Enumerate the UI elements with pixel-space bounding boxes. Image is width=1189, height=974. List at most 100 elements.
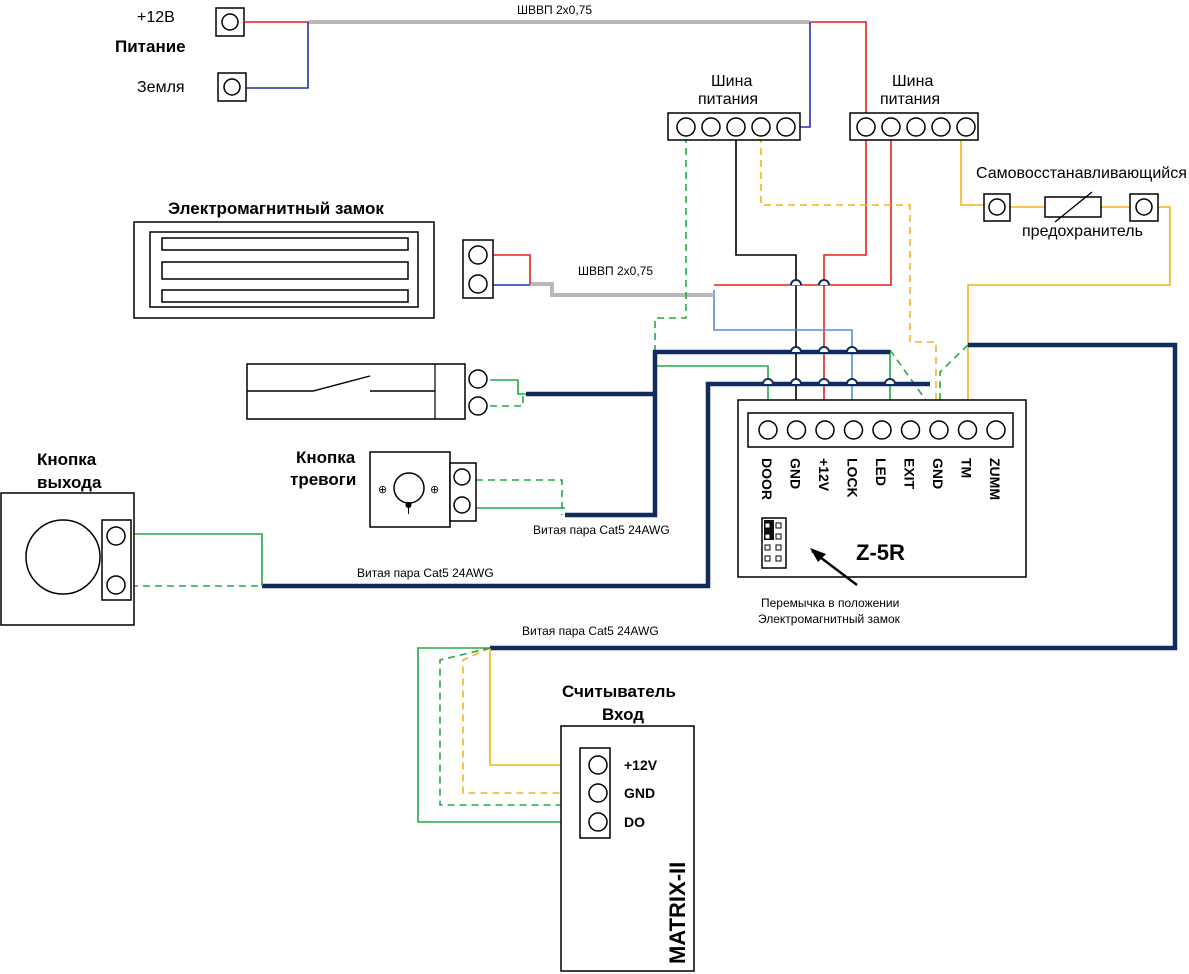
bus-left-terminal-3 <box>726 117 746 137</box>
exit-cable-label: Витая пара Cat5 24AWG <box>357 566 494 580</box>
fuse-terminal-out-screw <box>1135 198 1153 216</box>
controller-pin-label: LED <box>873 458 889 486</box>
reader-gnd-dashed <box>939 344 969 420</box>
jumper-pin <box>764 522 771 529</box>
jumper-cap <box>764 520 774 540</box>
reader-pin-gnd: GND <box>624 785 655 801</box>
power-bus-left: Шина питания <box>667 73 801 141</box>
lock-plus-red-wire <box>714 136 892 286</box>
reader-model: MATRIX-II <box>665 862 690 964</box>
bus-left-terminal-1 <box>676 117 696 137</box>
plus12-terminal <box>215 7 245 37</box>
exit-terminal-2 <box>106 575 126 595</box>
door-gnd-dashed-wire <box>654 136 687 392</box>
wire-crossing-bridge <box>818 346 830 353</box>
alarm-terminal-1 <box>453 468 471 486</box>
controller-pin-label: GND <box>788 458 804 489</box>
jumper-pin <box>775 522 782 529</box>
controller-terminal-led <box>872 420 892 440</box>
bus-right-label-1: Шина <box>892 73 933 90</box>
plus12-red-wire <box>823 136 867 420</box>
alarm-screw-right: ⊕ <box>430 484 439 496</box>
exit-title-2: выхода <box>37 473 102 492</box>
controller-pin-label: +12V <box>816 458 832 492</box>
power-bus-right: Шина питания <box>849 73 979 141</box>
jumper-block <box>761 517 787 569</box>
alarm-title-1: Кнопка <box>296 448 356 467</box>
lock-terminal-minus <box>468 274 488 294</box>
bus-right-label-2: питания <box>880 91 940 108</box>
jumper-pin <box>775 555 782 562</box>
controller-terminal-zumm <box>986 420 1006 440</box>
wire-crossing-bridge <box>790 378 802 385</box>
bus-right-terminal-1 <box>856 117 876 137</box>
bus-left-label-1: Шина <box>711 73 752 90</box>
alarm-terminal-2 <box>453 496 471 514</box>
reader-terminal-do <box>588 812 608 832</box>
door-sensor <box>246 363 488 420</box>
jumper-pin <box>764 544 771 551</box>
bus-left-label-2: питания <box>698 91 758 108</box>
reader-pin-do: DO <box>624 814 645 830</box>
door-sensor-wire-2 <box>490 394 524 407</box>
reader-gnd-orange-dashed <box>462 647 580 794</box>
plus12-terminal-screw <box>221 13 239 31</box>
lock-blue-wire <box>713 290 853 420</box>
reader-twisted-pair <box>490 342 1178 651</box>
exit-button: Кнопка выхода <box>0 450 135 626</box>
controller-pin-label: LOCK <box>845 458 861 498</box>
wire-crossing-bridge <box>884 378 896 385</box>
wire-crossing-bridge <box>818 378 830 385</box>
bus-right-terminal-5 <box>956 117 976 137</box>
exit-wire-1 <box>131 533 263 586</box>
reader-cable-label: Витая пара Cat5 24AWG <box>522 624 659 638</box>
wire-crossings <box>762 279 896 385</box>
reader-pin-plus12: +12V <box>624 757 658 773</box>
keyhole-icon <box>405 502 412 514</box>
tm-orange-wire <box>967 206 1171 420</box>
reader-plus12-wire <box>489 648 586 766</box>
reader-do-wire <box>417 647 586 823</box>
lock-cable <box>530 282 714 297</box>
controller-pin-label: TM <box>959 458 975 478</box>
controller-pin-label: GND <box>930 458 946 489</box>
exit-button-circle <box>25 519 101 595</box>
wire-crossing-bridge <box>846 378 858 385</box>
controller-terminal-tm <box>957 420 978 440</box>
gnd-black-wire <box>735 136 797 420</box>
wire-crossing-bridge <box>790 346 802 353</box>
bus-left-terminal-5 <box>776 117 796 137</box>
door-sensor-terminal-1 <box>468 369 488 389</box>
reader-title-1: Считыватель <box>562 682 676 701</box>
door-sensor-terminal-2 <box>468 396 488 416</box>
alarm-title-2: тревоги <box>290 470 356 489</box>
lock-plate-2 <box>161 261 409 280</box>
reader-matrix: Считыватель Вход +12V GND DO MATRIX-II <box>560 682 695 972</box>
bus-right-terminal-4 <box>931 117 951 137</box>
jumper-note-2: Электромагнитный замок <box>758 612 901 626</box>
controller-terminal-gnd <box>929 420 949 440</box>
alarm-button: Кнопка тревоги ⊕ ⊕ <box>290 448 477 528</box>
ground-label: Земля <box>137 79 185 96</box>
controller-pin-label: ZUMM <box>987 458 1003 500</box>
lock-plate-3 <box>161 289 409 303</box>
power-ground-wire <box>246 22 811 128</box>
fuse-label-1: Самовосстанавливающийся <box>976 165 1187 182</box>
reader-terminal-plus12 <box>588 755 608 775</box>
reader-terminal-gnd <box>588 783 608 803</box>
jumper-pin <box>775 544 782 551</box>
controller-terminal-exit <box>900 420 921 440</box>
reader-gnd-green-dashed <box>439 647 580 806</box>
controller-terminal-plus12v <box>815 420 835 440</box>
fuse-ptc-slash <box>1054 191 1093 223</box>
controller-terminal-door <box>758 420 778 440</box>
alarm-screw-left: ⊕ <box>378 484 387 496</box>
lock-plate-1 <box>161 237 409 251</box>
power-input: +12В Питание Земля <box>115 7 247 102</box>
bus-right-terminal-3 <box>906 117 926 137</box>
jumper-arrow-head <box>810 548 826 562</box>
exit-gnd-dashed <box>889 349 941 421</box>
jumper-pin <box>764 555 771 562</box>
fuse-in-wire <box>960 136 990 206</box>
